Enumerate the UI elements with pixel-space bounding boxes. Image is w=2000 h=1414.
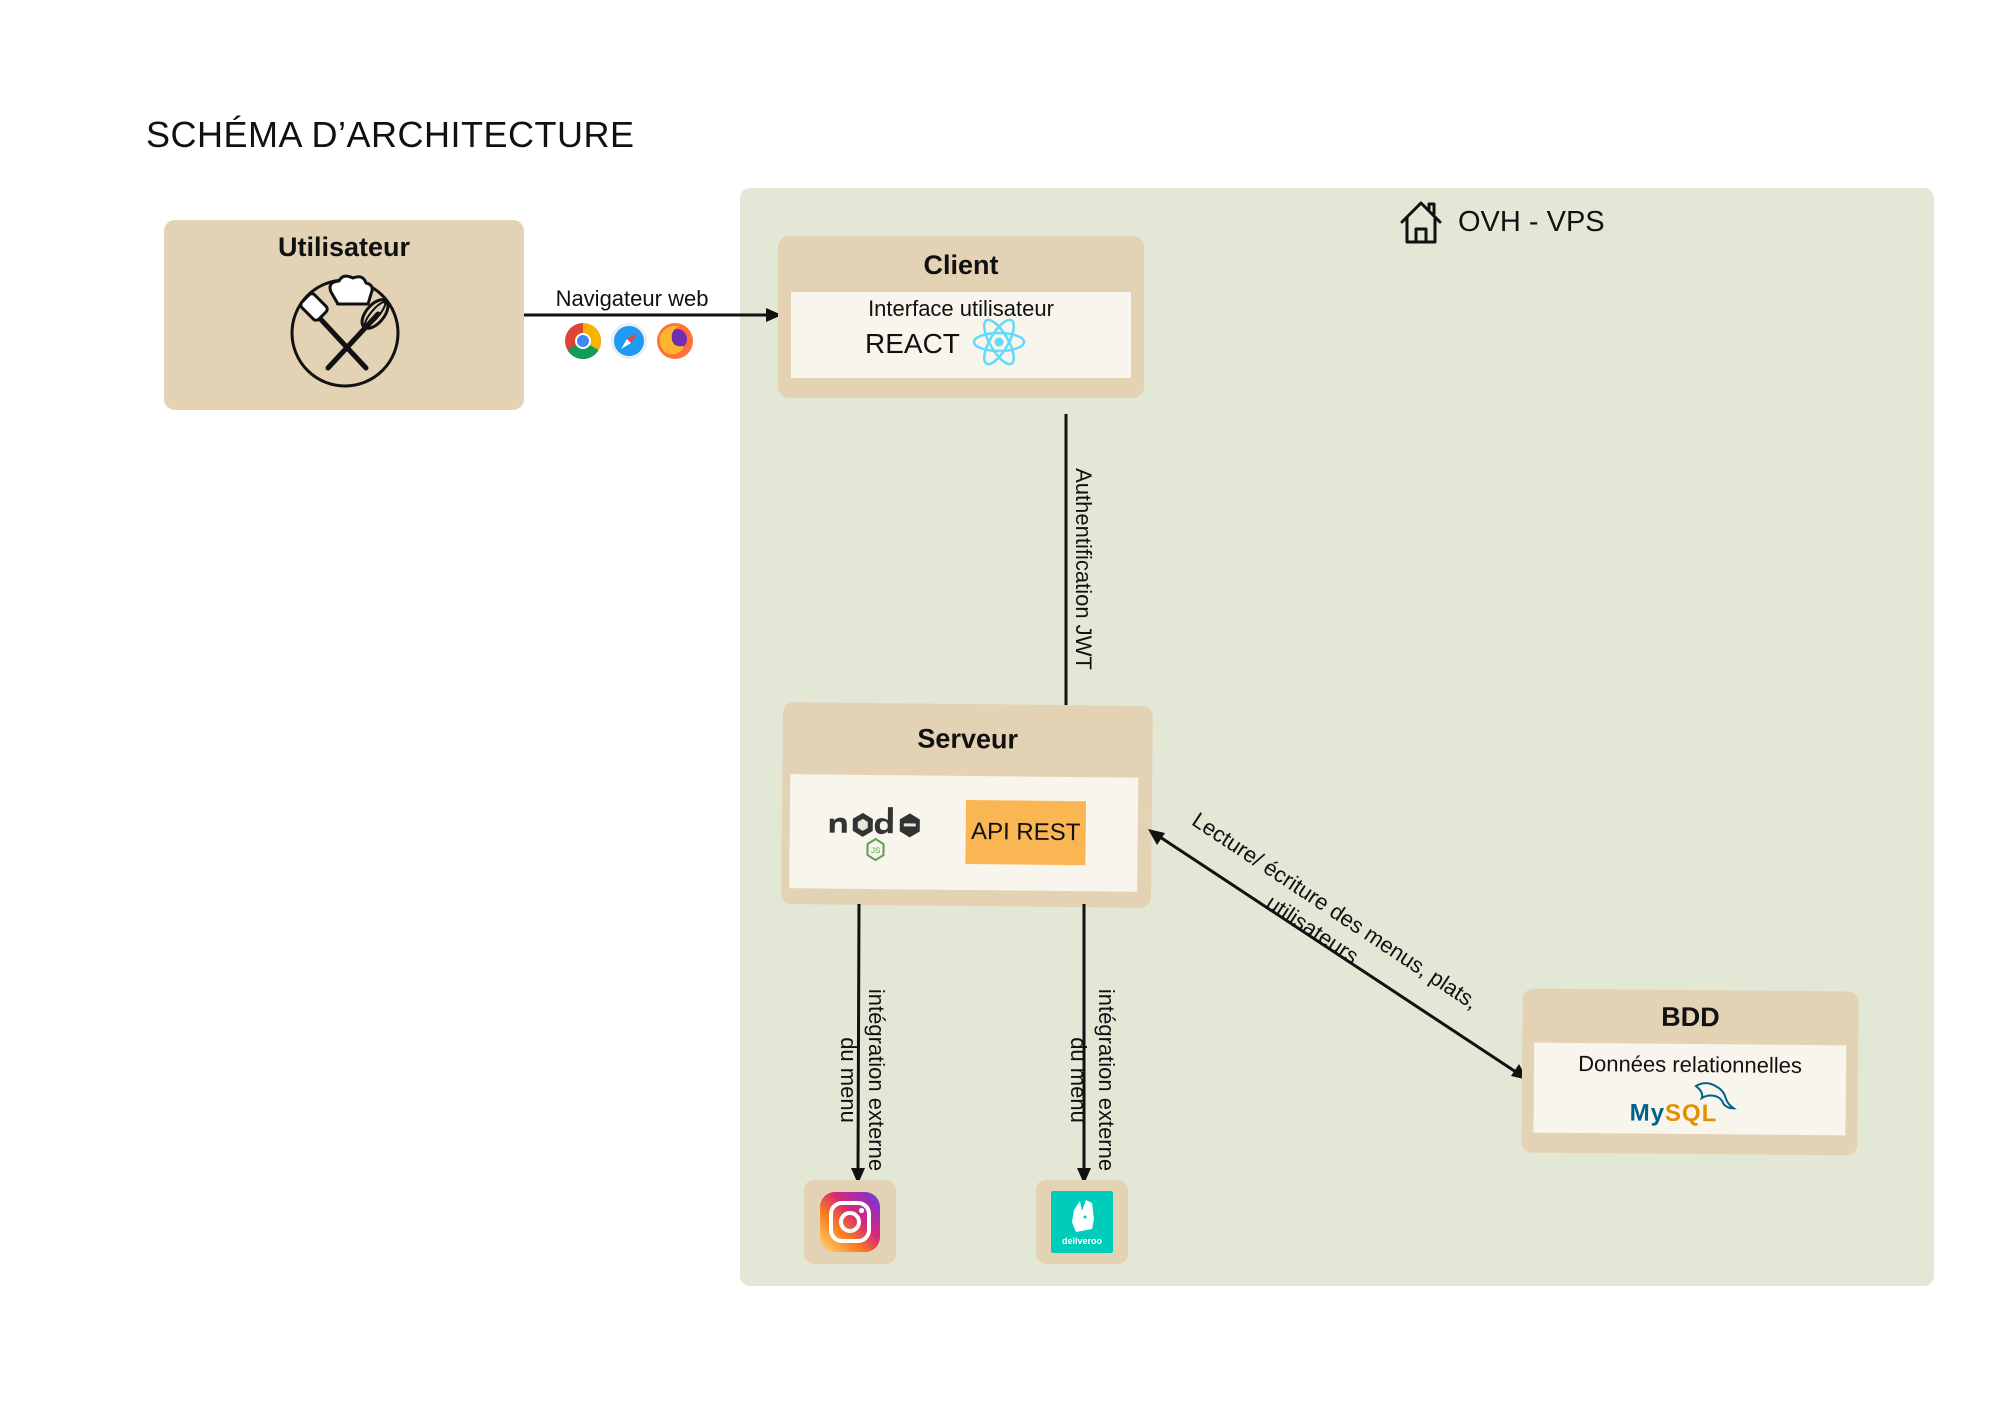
instagram-arrow [851, 904, 865, 1184]
mysql-logo: MySQL [1629, 1077, 1749, 1130]
api-rest-box: API REST [965, 799, 1087, 866]
deliveroo-label-line1: intégration externe [1094, 988, 1119, 1172]
svg-text:JS: JS [871, 846, 880, 855]
mysql-wordmark-sql: SQL [1664, 1099, 1718, 1128]
browser-label: Navigateur web [555, 286, 709, 311]
db-inner-panel: Données relationnelles MySQL [1533, 1042, 1847, 1136]
deliveroo-arrow-label: intégration externe du menu [1060, 980, 1120, 1180]
db-box: BDD Données relationnelles MySQL [1521, 988, 1859, 1156]
deliveroo-label-line2: du menu [1066, 1037, 1091, 1123]
react-icon [972, 318, 1026, 366]
client-box-title: Client [923, 250, 999, 280]
user-box-title: Utilisateur [277, 232, 411, 262]
page-title: SCHÉMA D’ARCHITECTURE [146, 114, 635, 155]
safari-icon [611, 323, 647, 359]
instagram-icon [820, 1192, 880, 1252]
browser-arrow [524, 308, 782, 322]
mysql-wordmark-my: My [1629, 1099, 1666, 1127]
client-tech-label: REACT [865, 328, 960, 359]
nodejs-logo: JS [829, 807, 920, 862]
deliveroo-arrow [1077, 904, 1091, 1184]
deliveroo-wordmark: deliveroo [1061, 1236, 1102, 1246]
server-box-title: Serveur [917, 723, 1019, 755]
instagram-label-line1: intégration externe [864, 988, 889, 1172]
vps-label-group: OVH - VPS [1398, 198, 1605, 246]
client-subtitle: Interface utilisateur [868, 296, 1054, 321]
house-icon [1400, 201, 1442, 244]
chef-utensils-icon [290, 274, 400, 388]
db-subtitle: Données relationnelles [1578, 1051, 1803, 1078]
browser-icons [564, 322, 694, 360]
deliveroo-logo: deliveroo [1051, 1191, 1113, 1253]
mysql-wordmark: MySQL [1630, 1099, 1718, 1128]
firefox-icon [657, 323, 693, 359]
user-box: Utilisateur [164, 220, 524, 410]
mysql-dolphin-icon [1694, 1082, 1737, 1110]
auth-label: Authentification JWT [1071, 468, 1096, 670]
chrome-icon [565, 323, 602, 360]
deliveroo-tile: deliveroo [1036, 1180, 1128, 1264]
deliveroo-kangaroo-icon [1072, 1200, 1094, 1232]
instagram-arrow-label: intégration externe du menu [830, 980, 890, 1180]
server-inner-panel: JS API REST [789, 774, 1139, 892]
vps-label: OVH - VPS [1458, 205, 1605, 238]
client-inner-panel: Interface utilisateur REACT [791, 292, 1131, 378]
instagram-tile [804, 1180, 896, 1264]
db-box-title: BDD [1661, 1001, 1720, 1033]
client-box: Client Interface utilisateur REACT [778, 236, 1144, 398]
instagram-label-line2: du menu [836, 1037, 861, 1123]
server-box: Serveur JS API REST [780, 702, 1154, 908]
